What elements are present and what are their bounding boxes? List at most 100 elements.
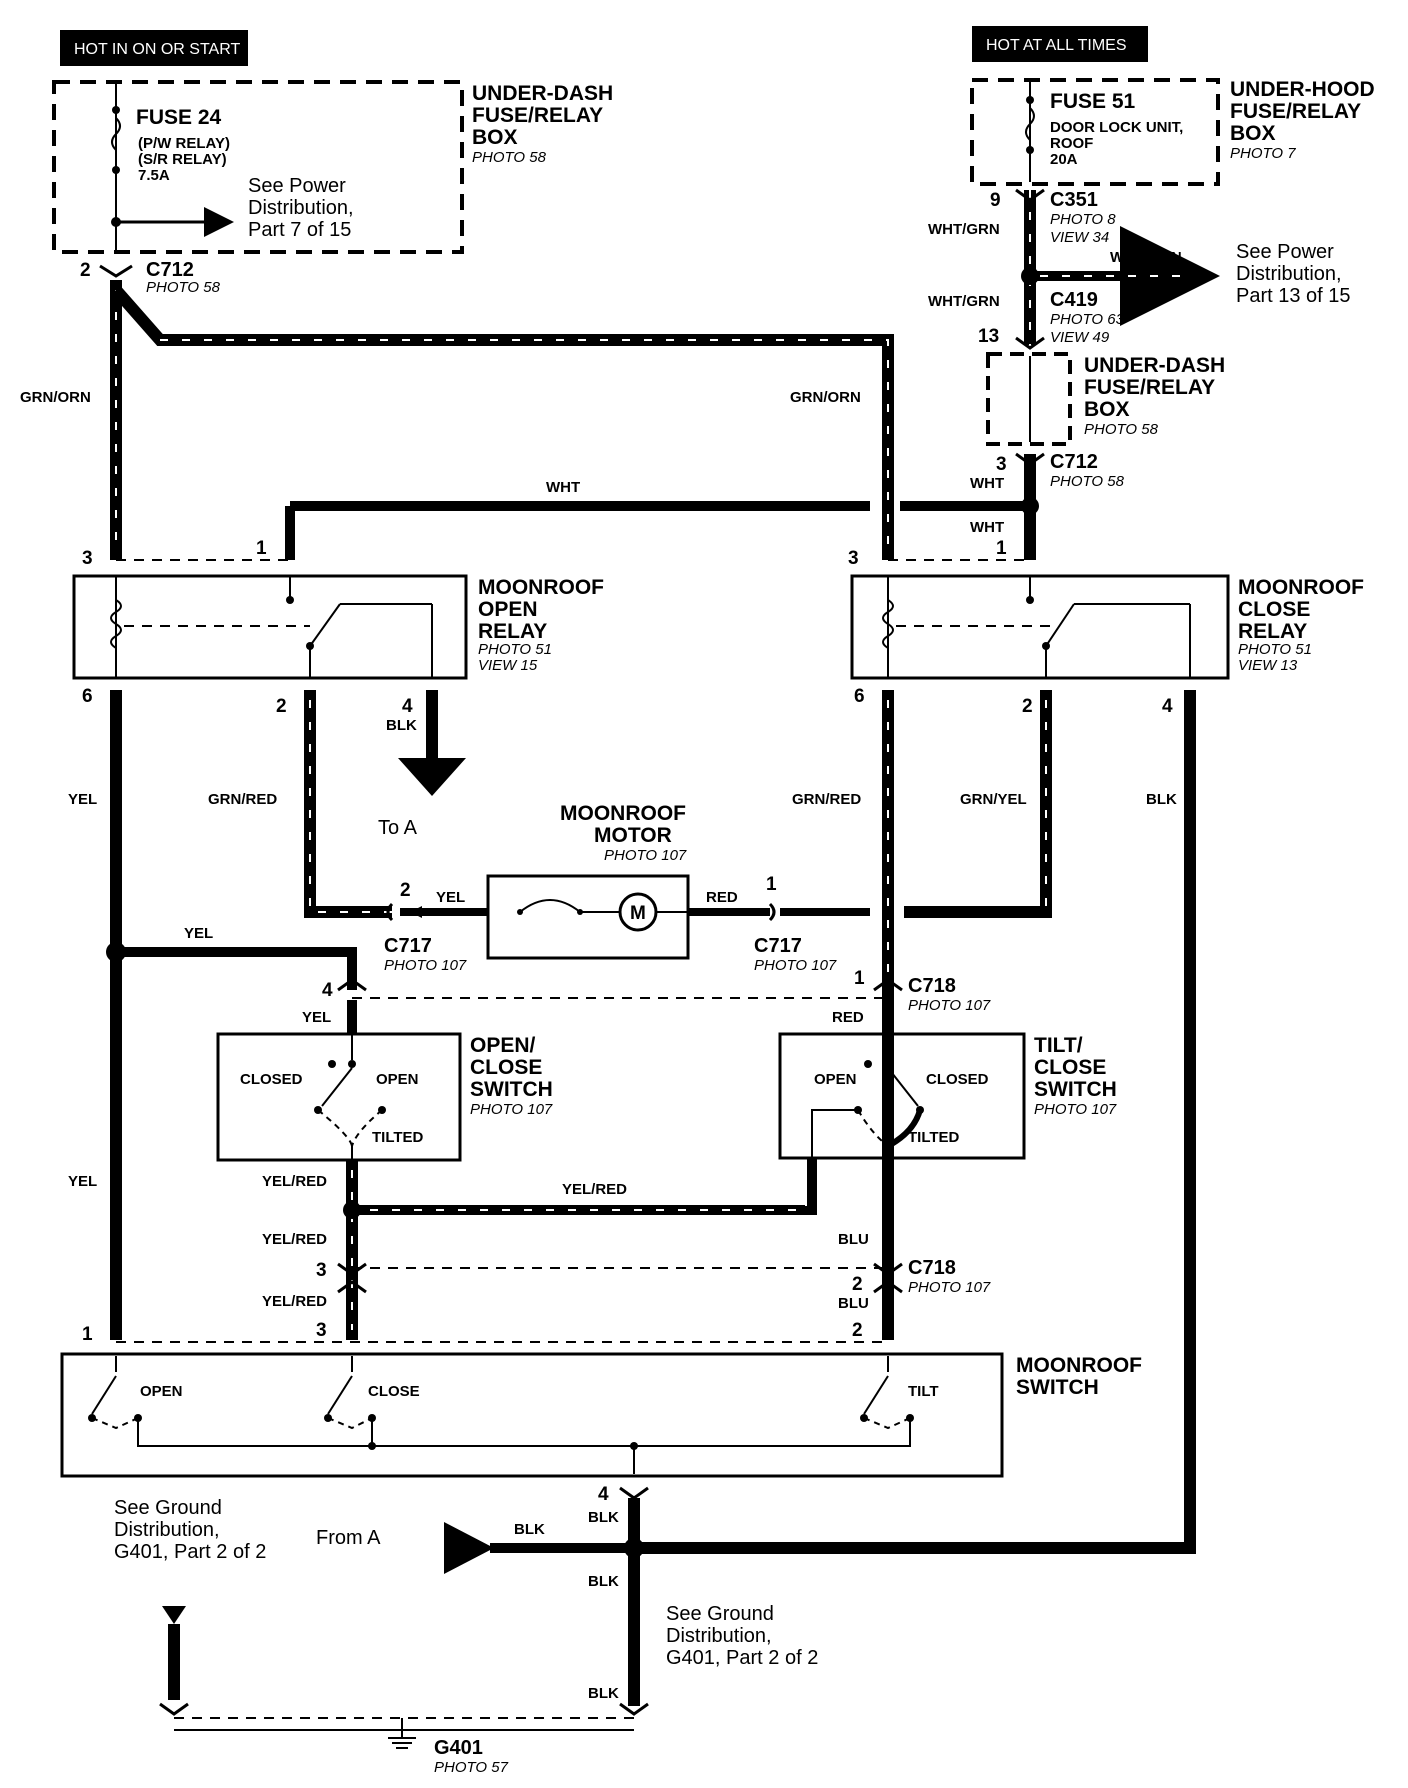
svg-text:YEL: YEL	[302, 1009, 331, 1026]
svg-text:WHT: WHT	[546, 479, 580, 496]
svg-text:WHT/GRN: WHT/GRN	[928, 293, 1000, 310]
svg-text:C717: C717	[384, 935, 432, 957]
svg-text:See Power: See Power	[248, 175, 346, 197]
svg-text:BLK: BLK	[588, 1685, 619, 1702]
svg-text:UNDER-DASH: UNDER-DASH	[472, 82, 613, 105]
svg-text:PHOTO 107: PHOTO 107	[908, 1279, 991, 1296]
svg-text:YEL: YEL	[68, 1173, 97, 1190]
svg-text:PHOTO 57: PHOTO 57	[434, 1759, 509, 1776]
svg-text:M: M	[630, 903, 646, 924]
svg-text:TILTED: TILTED	[908, 1129, 960, 1146]
svg-text:RED: RED	[832, 1009, 864, 1026]
svg-text:FUSE/RELAY: FUSE/RELAY	[472, 104, 603, 127]
lower-wiring: YEL YEL BLK A To A GRN/RED GRN/RED GRN/Y…	[68, 690, 1196, 1554]
svg-text:YEL: YEL	[184, 925, 213, 942]
svg-text:C419: C419	[1050, 289, 1098, 311]
svg-text:VIEW 49: VIEW 49	[1050, 329, 1110, 346]
svg-text:3: 3	[996, 454, 1007, 475]
fuse-box-left: FUSE 24 (P/W RELAY) (S/R RELAY) 7.5A See…	[52, 80, 613, 254]
svg-text:Distribution,: Distribution,	[248, 197, 354, 219]
svg-text:BLK: BLK	[588, 1509, 619, 1526]
svg-text:WHT/GRN: WHT/GRN	[928, 221, 1000, 238]
svg-text:PHOTO 107: PHOTO 107	[908, 997, 991, 1014]
svg-text:HOT IN ON OR START: HOT IN ON OR START	[74, 41, 240, 58]
svg-text:GRN/RED: GRN/RED	[208, 791, 277, 808]
svg-text:1: 1	[766, 874, 777, 895]
svg-text:Distribution,: Distribution,	[114, 1519, 220, 1541]
svg-text:C712: C712	[1050, 451, 1098, 473]
svg-text:BLK: BLK	[1146, 791, 1177, 808]
svg-text:SWITCH: SWITCH	[1016, 1376, 1099, 1399]
svg-text:YEL/RED: YEL/RED	[562, 1181, 627, 1198]
svg-text:VIEW 13: VIEW 13	[1238, 657, 1298, 674]
svg-text:2: 2	[852, 1320, 863, 1341]
svg-text:CLOSED: CLOSED	[926, 1071, 989, 1088]
svg-text:TILTED: TILTED	[372, 1129, 424, 1146]
svg-text:6: 6	[854, 686, 865, 707]
svg-text:C718: C718	[908, 975, 956, 997]
svg-text:PHOTO 58: PHOTO 58	[1084, 421, 1159, 438]
svg-text:4: 4	[598, 1484, 609, 1505]
svg-text:SWITCH: SWITCH	[1034, 1078, 1117, 1101]
svg-text:See Power: See Power	[1236, 241, 1334, 263]
svg-text:13: 13	[978, 326, 999, 347]
right-feed: 9 WHT/GRN C351 PHOTO 8 VIEW 34 WHT/GRN S…	[928, 188, 1351, 350]
svg-text:VIEW 15: VIEW 15	[478, 657, 538, 674]
svg-text:PHOTO 107: PHOTO 107	[384, 957, 467, 974]
moonroof-open-relay: 3 1 MOONROOF OPEN RELAY PHOTO 51 VIEW 15…	[72, 538, 604, 717]
svg-text:4: 4	[1162, 696, 1173, 717]
svg-text:2: 2	[400, 880, 411, 901]
svg-text:CLOSE: CLOSE	[1238, 598, 1310, 621]
svg-text:OPEN: OPEN	[814, 1071, 857, 1088]
svg-text:PHOTO 7: PHOTO 7	[1230, 145, 1296, 162]
svg-text:GRN/ORN: GRN/ORN	[790, 389, 861, 406]
svg-text:C351: C351	[1050, 189, 1098, 211]
moonroof-switch: OPEN CLOSE TILT MOONROOF SWITCH	[60, 1352, 1142, 1478]
svg-text:RED: RED	[706, 889, 738, 906]
svg-text:BOX: BOX	[1084, 398, 1130, 421]
moonroof-motor: 2 YEL C717 PHOTO 107 M MOONROOF MOTOR PH…	[384, 802, 1046, 974]
svg-text:PHOTO 58: PHOTO 58	[146, 279, 221, 296]
svg-text:OPEN: OPEN	[478, 598, 538, 621]
svg-text:PHOTO 51: PHOTO 51	[1238, 641, 1312, 658]
svg-text:(P/W RELAY): (P/W RELAY)	[138, 135, 230, 152]
svg-text:CLOSED: CLOSED	[240, 1071, 303, 1088]
svg-text:ROOF: ROOF	[1050, 135, 1093, 152]
svg-text:20A: 20A	[1050, 151, 1078, 168]
svg-text:VIEW 34: VIEW 34	[1050, 229, 1109, 246]
svg-text:YEL/RED: YEL/RED	[262, 1231, 327, 1248]
svg-text:DOOR LOCK UNIT,: DOOR LOCK UNIT,	[1050, 119, 1183, 136]
svg-text:Distribution,: Distribution,	[666, 1625, 772, 1647]
left-grn-orn-feed: 2 C712 PHOTO 58 GRN/ORN GRN/ORN	[20, 259, 894, 560]
svg-text:GRN/ORN: GRN/ORN	[20, 389, 91, 406]
hot-in-on-tag: HOT IN ON OR START	[60, 30, 248, 66]
svg-text:Part 13 of 15: Part 13 of 15	[1236, 285, 1351, 307]
svg-text:2: 2	[80, 260, 91, 281]
svg-text:FUSE/RELAY: FUSE/RELAY	[1230, 100, 1361, 123]
svg-text:YEL/RED: YEL/RED	[262, 1293, 327, 1310]
svg-text:A: A	[450, 1540, 464, 1561]
svg-text:1: 1	[854, 968, 865, 989]
svg-text:HOT AT ALL TIMES: HOT AT ALL TIMES	[986, 37, 1127, 54]
svg-text:MOONROOF: MOONROOF	[1238, 576, 1364, 599]
svg-text:See Ground: See Ground	[666, 1603, 774, 1625]
svg-text:PHOTO 51: PHOTO 51	[478, 641, 552, 658]
tilt-close-switch: OPEN CLOSED TILTED TILT/ CLOSE SWITCH PH…	[778, 1032, 1117, 1160]
open-close-switch: CLOSED OPEN TILTED OPEN/ CLOSE SWITCH PH…	[216, 1032, 553, 1162]
svg-text:BLU: BLU	[838, 1295, 869, 1312]
svg-text:PHOTO 107: PHOTO 107	[1034, 1101, 1117, 1118]
svg-text:1: 1	[82, 1324, 93, 1345]
svg-text:RELAY: RELAY	[478, 620, 547, 643]
svg-text:Distribution,: Distribution,	[1236, 263, 1342, 285]
svg-text:PHOTO 58: PHOTO 58	[472, 149, 547, 166]
hot-at-all-tag: HOT AT ALL TIMES	[972, 26, 1148, 62]
svg-text:MOTOR: MOTOR	[594, 824, 672, 847]
svg-text:GRN/YEL: GRN/YEL	[960, 791, 1027, 808]
svg-text:(S/R RELAY): (S/R RELAY)	[138, 151, 227, 168]
svg-text:G401, Part 2 of 2: G401, Part 2 of 2	[666, 1647, 818, 1669]
svg-text:CLOSE: CLOSE	[368, 1383, 420, 1400]
svg-text:3: 3	[316, 1260, 327, 1281]
svg-text:WHT: WHT	[970, 519, 1004, 536]
svg-text:C718: C718	[908, 1257, 956, 1279]
